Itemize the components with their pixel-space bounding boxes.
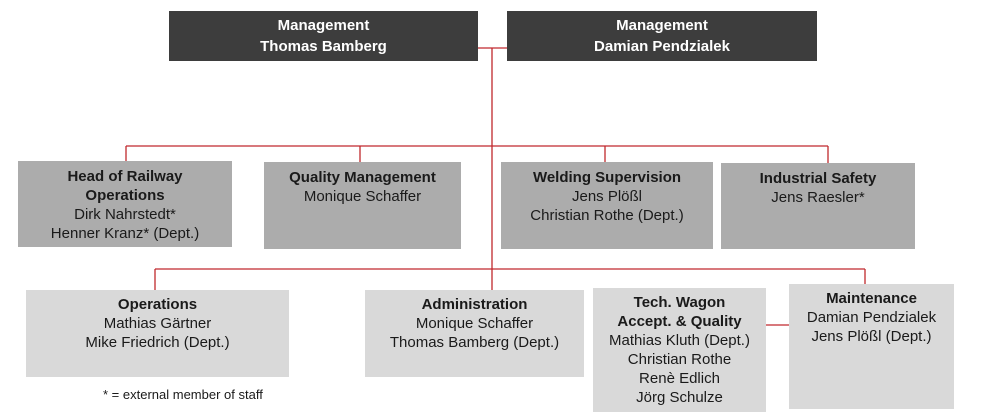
unit-4-title: Maintenance bbox=[826, 290, 917, 307]
management-1-title: Management bbox=[277, 17, 370, 34]
connector-lines bbox=[125, 47, 866, 326]
management-1-name: Thomas Bamberg bbox=[260, 38, 387, 55]
dept-2-title: Quality Management bbox=[289, 169, 436, 186]
dept-box-industrial-safety: Industrial Safety Jens Raesler* bbox=[721, 163, 915, 249]
dept-2-person-1: Monique Schaffer bbox=[303, 188, 422, 205]
management-box-2: Management Damian Pendzialek bbox=[507, 11, 817, 61]
dept-box-railway-operations: Head of Railway Operations Dirk Nahrsted… bbox=[18, 161, 232, 247]
unit-2-title: Administration bbox=[421, 296, 528, 313]
unit-box-tech-wagon-acceptance-quality: Tech. Wagon Accept. & Quality Mathias Kl… bbox=[593, 288, 766, 412]
dept-box-quality-management: Quality Management Monique Schaffer bbox=[264, 162, 461, 249]
unit-4-person-2: Jens Plößl (Dept.) bbox=[811, 328, 932, 345]
dept-4-person-1: Jens Raesler* bbox=[771, 189, 865, 206]
unit-2-person-2: Thomas Bamberg (Dept.) bbox=[389, 334, 560, 351]
external-staff-footnote: * = external member of staff bbox=[103, 387, 263, 402]
management-2-name: Damian Pendzialek bbox=[594, 38, 730, 55]
dept-1-title: Head of Railway bbox=[67, 168, 183, 185]
dept-3-person-2: Christian Rothe (Dept.) bbox=[530, 207, 684, 224]
dept-1-person-1: Dirk Nahrstedt* bbox=[74, 206, 176, 223]
unit-3-person-2: Christian Rothe bbox=[627, 351, 732, 368]
unit-3-person-4: Jörg Schulze bbox=[636, 389, 723, 406]
unit-1-person-1: Mathias Gärtner bbox=[103, 315, 212, 332]
dept-1-title-2: Operations bbox=[85, 187, 165, 204]
unit-1-title: Operations bbox=[117, 296, 198, 313]
unit-3-title: Tech. Wagon bbox=[633, 294, 726, 311]
unit-box-administration: Administration Monique Schaffer Thomas B… bbox=[365, 290, 584, 377]
unit-4-person-1: Damian Pendzialek bbox=[806, 309, 937, 326]
unit-box-operations: Operations Mathias Gärtner Mike Friedric… bbox=[26, 290, 289, 377]
dept-3-person-1: Jens Plößl bbox=[571, 188, 643, 205]
management-2-title: Management bbox=[616, 17, 708, 34]
unit-2-person-1: Monique Schaffer bbox=[415, 315, 534, 332]
management-box-1: Management Thomas Bamberg bbox=[169, 11, 478, 61]
unit-3-title-2: Accept. & Quality bbox=[617, 313, 742, 330]
unit-1-person-2: Mike Friedrich (Dept.) bbox=[85, 334, 230, 351]
unit-box-maintenance: Maintenance Damian Pendzialek Jens Plößl… bbox=[789, 284, 954, 409]
dept-box-welding-supervision: Welding Supervision Jens Plößl Christian… bbox=[501, 162, 713, 249]
dept-1-person-2: Henner Kranz* (Dept.) bbox=[50, 225, 200, 242]
unit-3-person-1: Mathias Kluth (Dept.) bbox=[609, 332, 750, 349]
unit-3-person-3: Renè Edlich bbox=[639, 370, 720, 387]
dept-4-title: Industrial Safety bbox=[759, 170, 877, 187]
dept-3-title: Welding Supervision bbox=[532, 169, 682, 186]
